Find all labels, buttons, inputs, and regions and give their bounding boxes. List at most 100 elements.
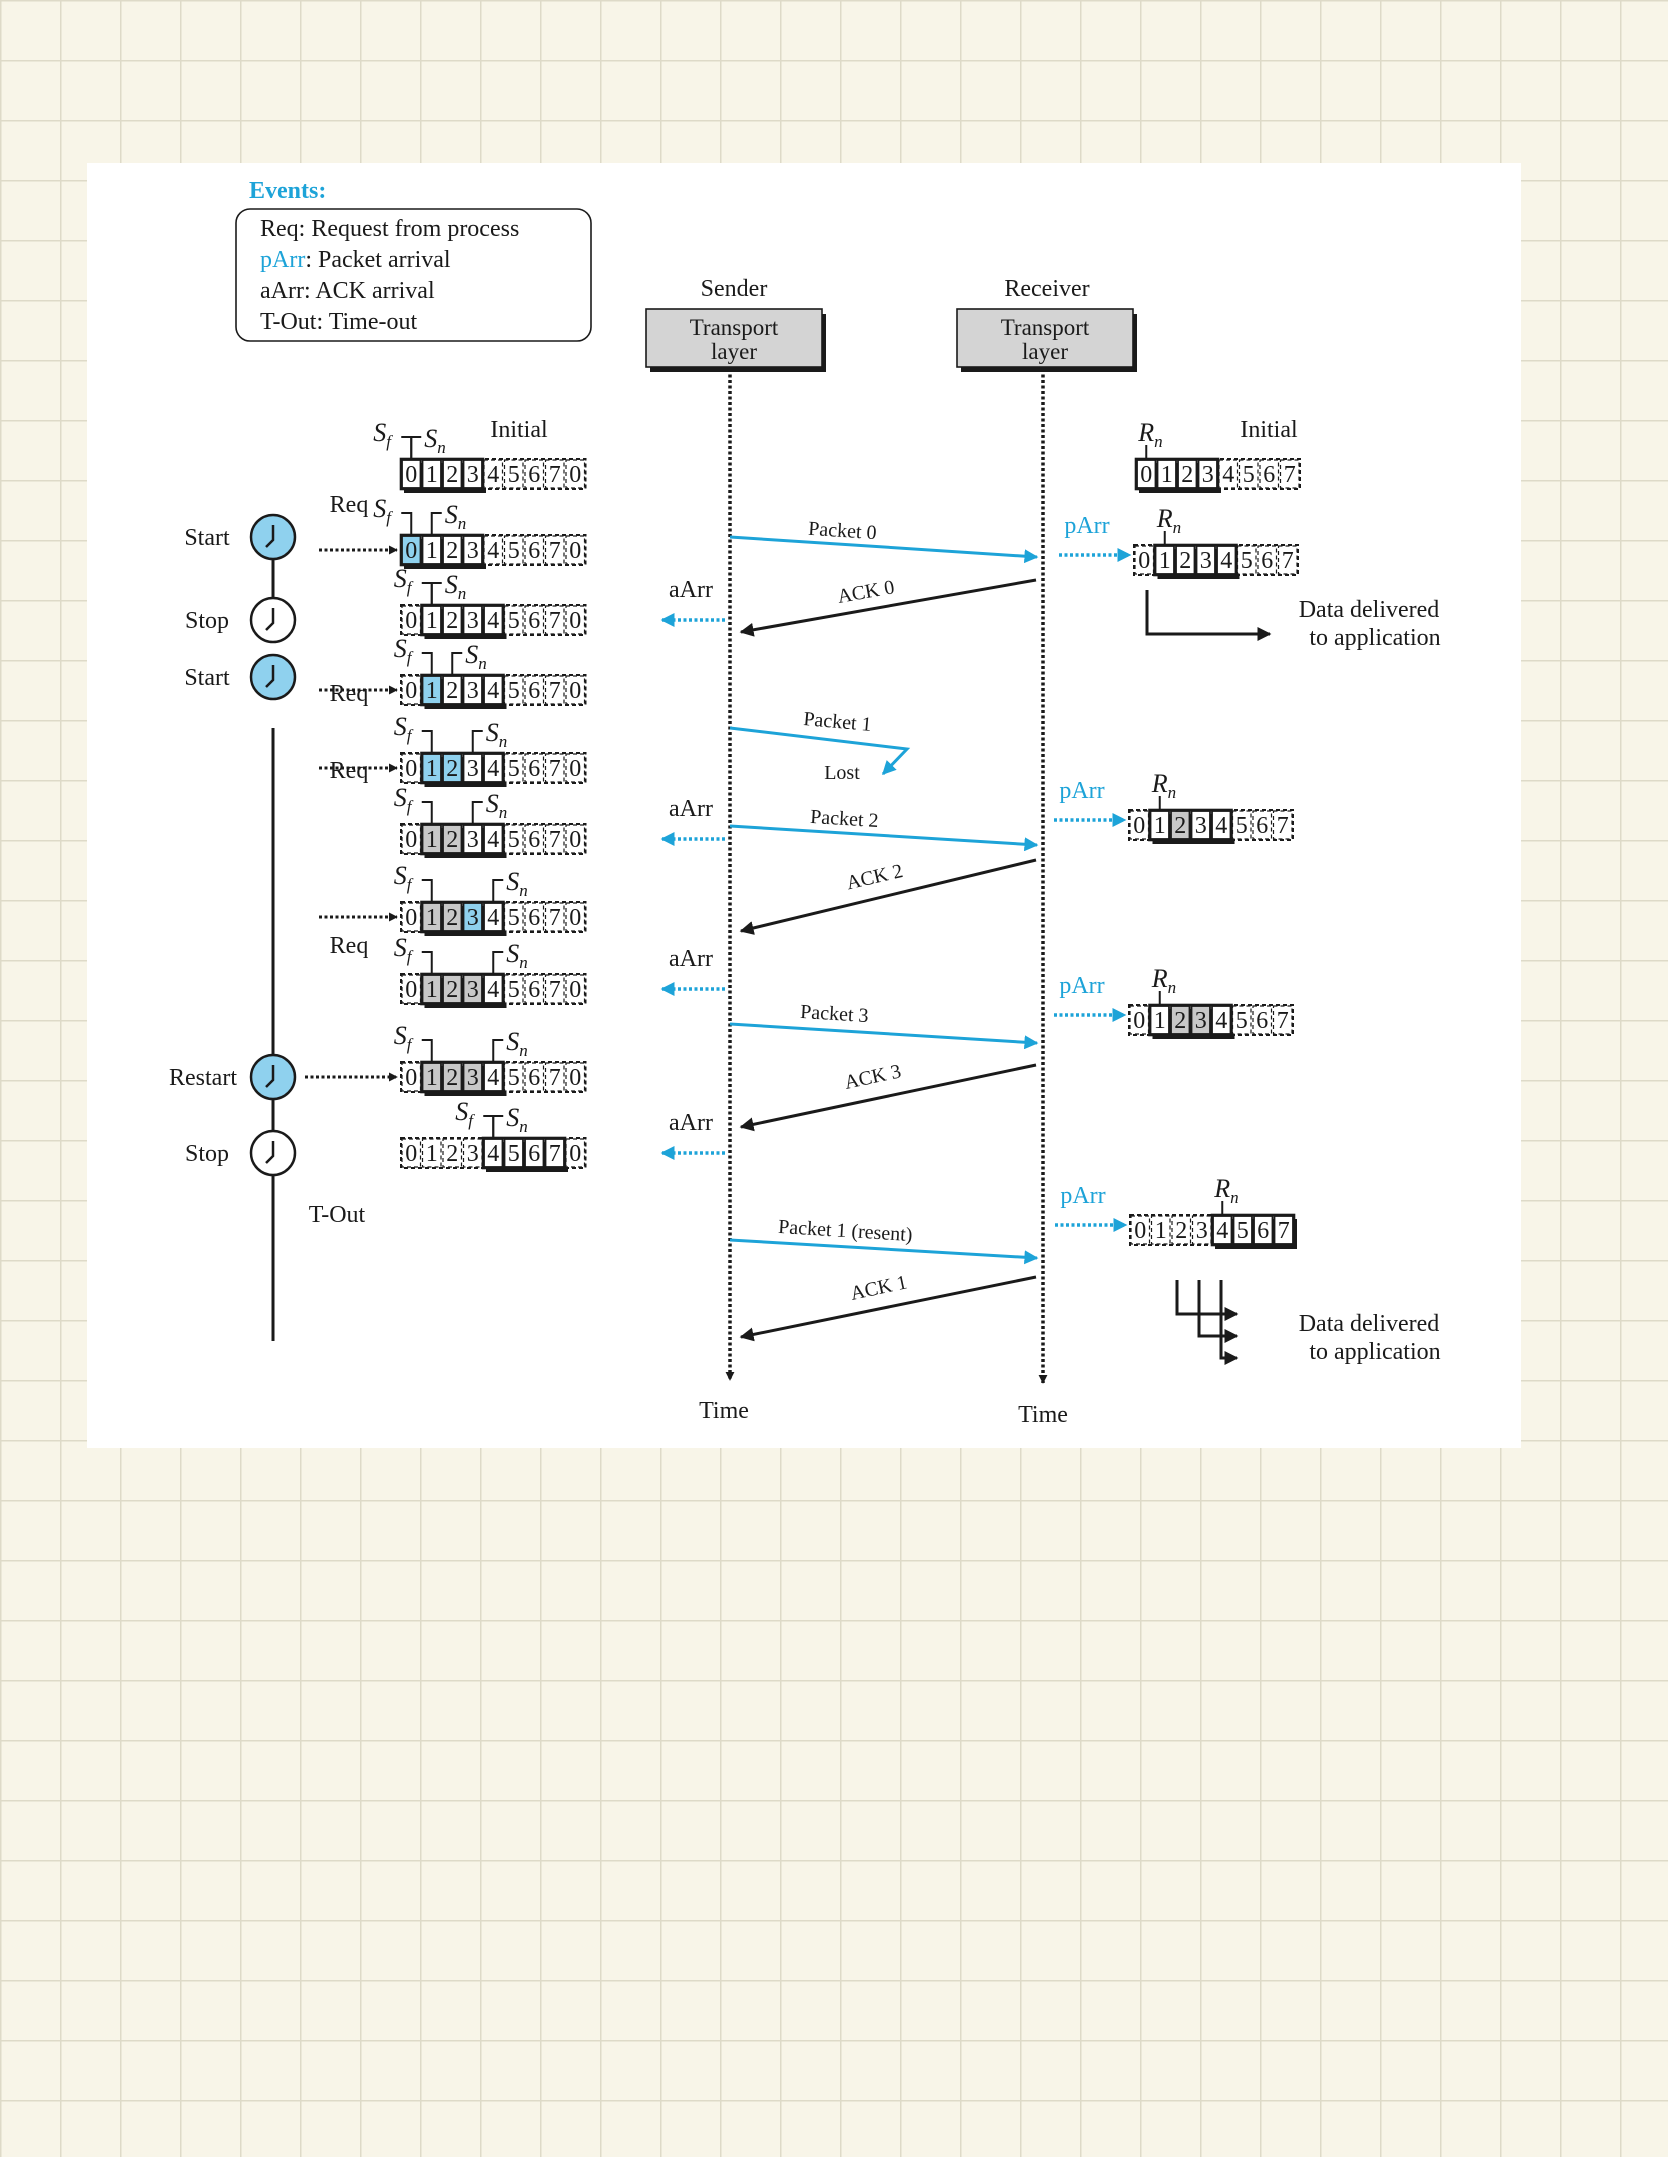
lost-label: Lost — [824, 762, 860, 784]
cell-label-1: 1 — [1155, 1218, 1167, 1244]
cell-label-1: 1 — [426, 827, 438, 853]
cell-7 — [1277, 545, 1298, 575]
cell-6 — [1252, 1005, 1273, 1035]
timer-label-stop: Stop — [185, 608, 229, 634]
ack-2-arrow — [739, 858, 1037, 935]
packet-0-label: Packet 0 — [808, 518, 878, 544]
cell-7 — [544, 535, 565, 565]
event-parr: pArr — [1060, 1183, 1105, 1209]
cell-label-3: 3 — [467, 608, 479, 634]
cell-label-7: 7 — [549, 1065, 561, 1091]
cell-label-7: 7 — [549, 608, 561, 634]
cell-label-6: 6 — [528, 538, 540, 564]
delivery-1: Data delivered to application — [1145, 590, 1441, 651]
packet-2-label: Packet 2 — [810, 806, 880, 832]
receiver-transport-box — [956, 308, 1134, 368]
cell-label-5: 5 — [1241, 548, 1253, 574]
event-req: Req — [330, 758, 369, 784]
cell-label-7: 7 — [549, 1141, 561, 1167]
window-outline — [420, 751, 505, 785]
cell-label-2: 2 — [446, 905, 458, 931]
event-req: Req — [330, 492, 369, 518]
cell-label-0: 0 — [1133, 813, 1145, 839]
cell-label-0: 0 — [1133, 1008, 1145, 1034]
sn-pointer — [492, 1115, 504, 1138]
cell-6 — [524, 605, 545, 635]
cell-label-8: 0 — [569, 1065, 581, 1091]
rn-label: Rn — [1213, 1174, 1238, 1207]
cell-6 — [524, 1062, 545, 1092]
cell-label-1: 1 — [426, 756, 438, 782]
cell-label-6: 6 — [1256, 1008, 1268, 1034]
sf-label: Sf — [394, 783, 414, 816]
cell-label-5: 5 — [508, 756, 520, 782]
sf-pointer — [421, 730, 433, 753]
window-outline — [1153, 543, 1238, 577]
legend-item-aarr: aArr: ACK arrival — [260, 278, 435, 304]
window-outline — [1134, 457, 1220, 491]
event-t-out: T-Out — [309, 1202, 366, 1228]
cell-label-5: 5 — [508, 538, 520, 564]
cell-5 — [503, 459, 524, 489]
cell-label-0: 0 — [1140, 462, 1152, 488]
cell-label-3: 3 — [1196, 1218, 1208, 1244]
cell-label-3: 3 — [467, 1141, 479, 1167]
cell-label-5: 5 — [508, 905, 520, 931]
cell-0 — [401, 1062, 422, 1092]
cell-8 — [565, 675, 586, 705]
legend: Events: Req: Request from process pArr: … — [235, 178, 592, 342]
cell-7 — [544, 1062, 565, 1092]
cell-label-0: 0 — [1134, 1218, 1146, 1244]
cell-8 — [565, 459, 586, 489]
cell-0 — [1129, 810, 1150, 840]
cell-label-6: 6 — [1263, 462, 1275, 488]
cell-2 — [442, 1138, 463, 1168]
cell-label-3: 3 — [1195, 813, 1207, 839]
cell-6 — [524, 902, 545, 932]
cell-5 — [503, 535, 524, 565]
cell-label-4: 4 — [487, 538, 499, 564]
clock-hand — [265, 1065, 275, 1088]
cell-0 — [401, 902, 422, 932]
cell-label-0: 0 — [405, 977, 417, 1003]
event-parr: pArr — [1064, 513, 1109, 539]
sf-label: Sf — [394, 1021, 414, 1054]
svg-text:Transport: Transport — [690, 315, 779, 340]
event-aarr: aArr — [669, 1110, 713, 1136]
event-req: Req — [330, 933, 369, 959]
cell-label-7: 7 — [549, 538, 561, 564]
cell-label-4: 4 — [487, 1065, 499, 1091]
timer-label-start: Start — [184, 525, 230, 551]
cell-label-7: 7 — [549, 756, 561, 782]
sn-pointer — [492, 1039, 504, 1062]
window-outline — [420, 673, 505, 707]
clock-hand — [265, 1141, 275, 1164]
cell-label-3: 3 — [467, 905, 479, 931]
clock-hand — [265, 665, 275, 688]
svg-text:layer: layer — [711, 339, 757, 364]
cell-7 — [544, 974, 565, 1004]
clock-hand — [265, 525, 275, 548]
cell-1 — [421, 1138, 442, 1168]
cell-7 — [544, 902, 565, 932]
cell-label-8: 0 — [569, 827, 581, 853]
cell-label-2: 2 — [446, 608, 458, 634]
cell-8 — [565, 753, 586, 783]
packet-1-resent-label: Packet 1 (resent) — [778, 1216, 913, 1246]
cell-6 — [524, 824, 545, 854]
cell-label-6: 6 — [528, 905, 540, 931]
ack-2-label: ACK 2 — [844, 860, 905, 894]
cell-label-0: 0 — [405, 462, 417, 488]
window-outline — [399, 457, 485, 491]
cell-label-2: 2 — [446, 1141, 458, 1167]
cell-label-5: 5 — [1243, 462, 1255, 488]
cell-label-0: 0 — [1138, 548, 1150, 574]
cell-label-1: 1 — [426, 678, 438, 704]
cell-label-1: 1 — [426, 462, 438, 488]
window-outline — [1148, 1003, 1233, 1037]
